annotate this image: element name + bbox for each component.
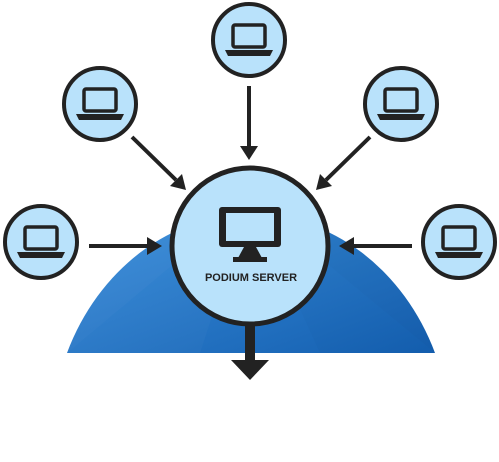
monitor-icon: [219, 207, 281, 262]
client-top: [211, 2, 287, 78]
arrow-down: [231, 325, 269, 380]
arrow-top: [240, 86, 258, 160]
arrow-upper-left: [130, 135, 186, 190]
arrow-right: [339, 237, 412, 255]
client-right: [421, 204, 497, 280]
arrow-upper-right: [316, 135, 372, 190]
client-left: [3, 204, 79, 280]
arrow-left: [89, 237, 162, 255]
server-node: PODIUM SERVER: [169, 165, 331, 327]
server-label: PODIUM SERVER: [205, 272, 297, 284]
client-upper-left: [62, 66, 138, 142]
client-upper-right: [363, 66, 439, 142]
connectors: [89, 86, 412, 380]
